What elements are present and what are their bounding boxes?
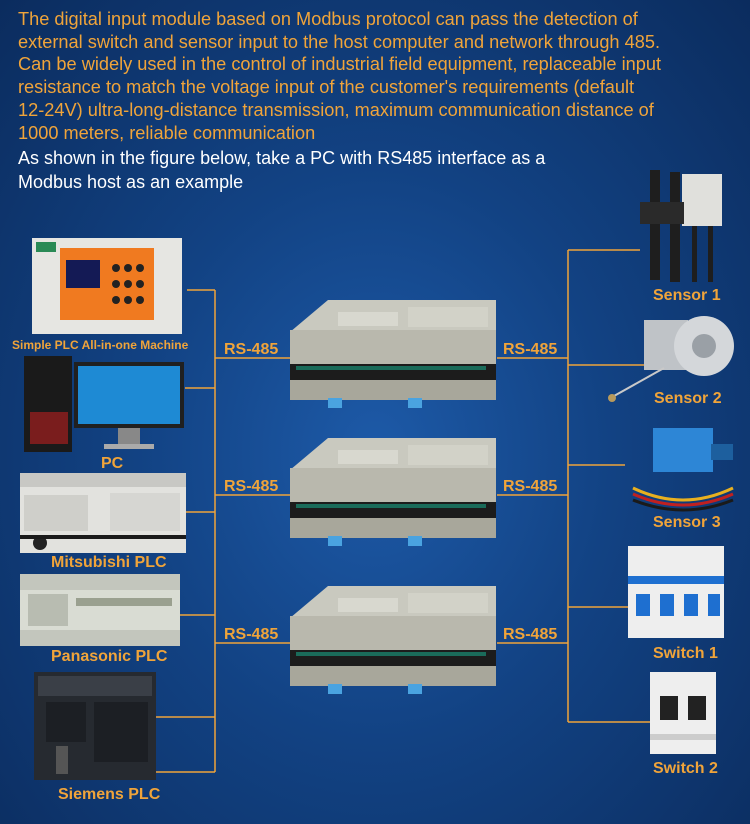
- io-module-image: [290, 438, 496, 546]
- switch-1-image: [628, 546, 724, 638]
- sensor-2-image: [608, 316, 734, 402]
- siemens-plc-image: [34, 672, 156, 780]
- sensor-1-image: [640, 170, 722, 282]
- device-label-switch-1: Switch 1: [653, 645, 718, 662]
- host-label-mitsubishi: Mitsubishi PLC: [51, 554, 167, 571]
- device-label-sensor-1: Sensor 1: [653, 287, 721, 304]
- switch-2-image: [650, 672, 716, 754]
- example-line: As shown in the figure below, take a PC …: [18, 148, 546, 168]
- rs485-label: RS-485: [224, 341, 279, 358]
- pc-image: [24, 356, 184, 452]
- sensor-3-image: [632, 428, 734, 512]
- host-label-simple-plc: Simple PLC All-in-one Machine: [12, 338, 189, 352]
- description-text: The digital input module based on Modbus…: [18, 8, 743, 144]
- device-label-switch-2: Switch 2: [653, 760, 718, 777]
- host-label-siemens: Siemens PLC: [58, 786, 161, 803]
- device-label-sensor-3: Sensor 3: [653, 514, 721, 531]
- description-line: resistance to match the voltage input of…: [18, 77, 635, 98]
- rs485-label: RS-485: [503, 341, 558, 358]
- example-line: Modbus host as an example: [18, 172, 244, 192]
- description-line: external switch and sensor input to the …: [18, 31, 660, 52]
- rs485-label: RS-485: [224, 626, 279, 643]
- description-line: 1000 meters, reliable communication: [18, 122, 316, 143]
- io-module-image: [290, 300, 496, 408]
- description-line: The digital input module based on Modbus…: [18, 9, 638, 29]
- host-label-panasonic: Panasonic PLC: [51, 648, 168, 665]
- device-label-sensor-2: Sensor 2: [654, 390, 722, 407]
- rs485-label: RS-485: [224, 478, 279, 495]
- panasonic-plc-image: [20, 574, 180, 646]
- mitsubishi-plc-image: [20, 473, 186, 553]
- simple-plc-image: [32, 238, 182, 334]
- io-module-image: [290, 586, 496, 694]
- rs485-label: RS-485: [503, 626, 558, 643]
- host-label-pc: PC: [101, 455, 124, 472]
- description-line: Can be widely used in the control of ind…: [18, 54, 662, 75]
- description-line: 12-24V) ultra-long-distance transmission…: [18, 99, 654, 120]
- example-text: As shown in the figure below, take a PC …: [18, 146, 545, 194]
- rs485-label: RS-485: [503, 478, 558, 495]
